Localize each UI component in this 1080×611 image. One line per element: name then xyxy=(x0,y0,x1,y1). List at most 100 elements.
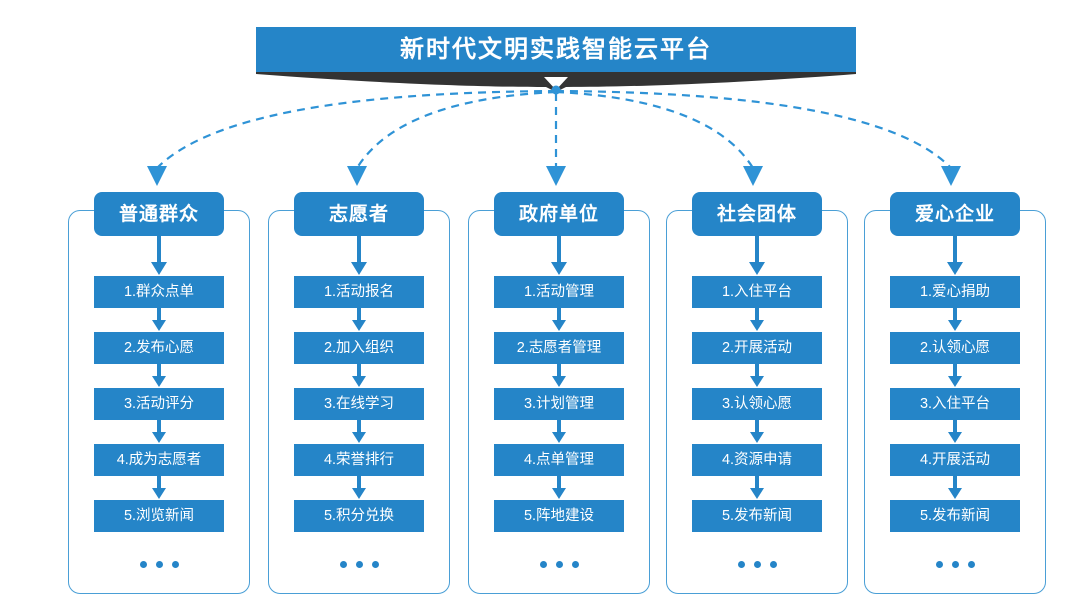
header-to-first-item-arrow xyxy=(68,236,250,276)
column-1: 普通群众 1.群众点单 2.发布心愿 3.活动评分 4.成为志愿者 5.浏览新闻 xyxy=(68,192,250,594)
flow-item-label: 2.发布心愿 xyxy=(123,339,195,356)
column-header-label: 政府单位 xyxy=(518,203,599,225)
down-arrow-icon xyxy=(552,364,566,387)
header-to-first-item-arrow xyxy=(666,236,848,276)
flow-item-label: 2.志愿者管理 xyxy=(516,339,602,356)
column-item-list: 1.群众点单 2.发布心愿 3.活动评分 4.成为志愿者 5.浏览新闻 xyxy=(94,276,224,584)
more-items-ellipsis[interactable] xyxy=(494,544,624,584)
flow-item[interactable]: 3.计划管理 xyxy=(494,388,624,420)
flow-item[interactable]: 4.荣誉排行 xyxy=(294,444,424,476)
flow-item-label: 1.活动报名 xyxy=(323,283,395,300)
down-arrow-icon xyxy=(552,476,566,499)
flow-item-label: 5.发布新闻 xyxy=(919,507,991,524)
item-connector-arrow xyxy=(890,476,1020,500)
ellipsis-dot-icon xyxy=(555,560,563,568)
flow-item-label: 5.发布新闻 xyxy=(721,507,793,524)
flow-item[interactable]: 2.加入组织 xyxy=(294,332,424,364)
column-5: 爱心企业 1.爱心捐助 2.认领心愿 3.入住平台 4.开展活动 5.发布新闻 xyxy=(864,192,1046,594)
column-header-3[interactable]: 政府单位 xyxy=(494,192,624,236)
flow-item[interactable]: 4.资源申请 xyxy=(692,444,822,476)
item-connector-arrow xyxy=(692,308,822,332)
flow-item[interactable]: 2.认领心愿 xyxy=(890,332,1020,364)
ellipsis-dot-icon xyxy=(967,560,975,568)
down-arrow-icon xyxy=(152,476,166,499)
platform-title-banner: 新时代文明实践智能云平台 xyxy=(256,27,856,73)
ellipsis-dot-icon xyxy=(571,560,579,568)
flow-item[interactable]: 3.在线学习 xyxy=(294,388,424,420)
flow-item-label: 2.加入组织 xyxy=(323,339,395,356)
column-header-label: 普通群众 xyxy=(118,203,199,225)
down-arrow-icon xyxy=(948,476,962,499)
ellipsis-dot-icon xyxy=(371,560,379,568)
down-arrow-icon xyxy=(948,308,962,331)
flow-item[interactable]: 3.活动评分 xyxy=(94,388,224,420)
item-connector-arrow xyxy=(294,476,424,500)
item-connector-arrow xyxy=(692,476,822,500)
more-items-ellipsis[interactable] xyxy=(692,544,822,584)
column-header-5[interactable]: 爱心企业 xyxy=(890,192,1020,236)
flow-item[interactable]: 4.成为志愿者 xyxy=(94,444,224,476)
ellipsis-dot-icon xyxy=(339,560,347,568)
flow-item[interactable]: 2.开展活动 xyxy=(692,332,822,364)
item-connector-arrow xyxy=(294,364,424,388)
item-connector-arrow xyxy=(494,364,624,388)
flow-item[interactable]: 4.点单管理 xyxy=(494,444,624,476)
more-items-ellipsis[interactable] xyxy=(890,544,1020,584)
flow-item-label: 3.在线学习 xyxy=(323,395,395,412)
flow-item[interactable]: 5.浏览新闻 xyxy=(94,500,224,532)
flow-item[interactable]: 5.阵地建设 xyxy=(494,500,624,532)
item-connector-arrow xyxy=(494,420,624,444)
column-2: 志愿者 1.活动报名 2.加入组织 3.在线学习 4.荣誉排行 5.积分兑换 xyxy=(268,192,450,594)
flow-item[interactable]: 1.爱心捐助 xyxy=(890,276,1020,308)
flow-item-label: 4.资源申请 xyxy=(721,451,793,468)
flow-item-label: 3.计划管理 xyxy=(523,395,595,412)
ellipsis-dot-icon xyxy=(539,560,547,568)
column-header-1[interactable]: 普通群众 xyxy=(94,192,224,236)
flow-item-label: 4.点单管理 xyxy=(523,451,595,468)
item-connector-arrow xyxy=(94,420,224,444)
flow-item-label: 4.开展活动 xyxy=(919,451,991,468)
flow-item[interactable]: 1.群众点单 xyxy=(94,276,224,308)
more-items-ellipsis[interactable] xyxy=(294,544,424,584)
ellipsis-dot-icon xyxy=(355,560,363,568)
flow-item[interactable]: 3.认领心愿 xyxy=(692,388,822,420)
flow-item[interactable]: 3.入住平台 xyxy=(890,388,1020,420)
ellipsis-dot-icon xyxy=(139,560,147,568)
flow-item[interactable]: 5.发布新闻 xyxy=(692,500,822,532)
item-connector-arrow xyxy=(494,308,624,332)
ellipsis-dot-icon xyxy=(155,560,163,568)
ellipsis-dot-icon xyxy=(769,560,777,568)
column-header-label: 志愿者 xyxy=(328,203,389,225)
flow-item[interactable]: 4.开展活动 xyxy=(890,444,1020,476)
item-connector-arrow xyxy=(692,420,822,444)
more-items-ellipsis[interactable] xyxy=(94,544,224,584)
ellipsis-dot-icon xyxy=(753,560,761,568)
down-arrow-icon xyxy=(352,476,366,499)
column-header-2[interactable]: 志愿者 xyxy=(294,192,424,236)
down-arrow-icon xyxy=(552,420,566,443)
flow-item-label: 5.阵地建设 xyxy=(523,507,595,524)
flow-item-label: 1.入住平台 xyxy=(721,283,793,300)
flow-item[interactable]: 1.活动管理 xyxy=(494,276,624,308)
column-item-list: 1.活动管理 2.志愿者管理 3.计划管理 4.点单管理 5.阵地建设 xyxy=(494,276,624,584)
column-item-list: 1.活动报名 2.加入组织 3.在线学习 4.荣誉排行 5.积分兑换 xyxy=(294,276,424,584)
column-header-4[interactable]: 社会团体 xyxy=(692,192,822,236)
item-connector-arrow xyxy=(692,364,822,388)
flow-item[interactable]: 5.积分兑换 xyxy=(294,500,424,532)
item-connector-arrow xyxy=(94,308,224,332)
column-4: 社会团体 1.入住平台 2.开展活动 3.认领心愿 4.资源申请 5.发布新闻 xyxy=(666,192,848,594)
flow-item[interactable]: 2.志愿者管理 xyxy=(494,332,624,364)
item-connector-arrow xyxy=(94,364,224,388)
flow-item[interactable]: 5.发布新闻 xyxy=(890,500,1020,532)
down-arrow-icon xyxy=(750,308,764,331)
flow-item[interactable]: 2.发布心愿 xyxy=(94,332,224,364)
column-item-list: 1.入住平台 2.开展活动 3.认领心愿 4.资源申请 5.发布新闻 xyxy=(692,276,822,584)
flow-item[interactable]: 1.入住平台 xyxy=(692,276,822,308)
column-item-list: 1.爱心捐助 2.认领心愿 3.入住平台 4.开展活动 5.发布新闻 xyxy=(890,276,1020,584)
header-to-first-item-arrow xyxy=(468,236,650,276)
flow-item[interactable]: 1.活动报名 xyxy=(294,276,424,308)
item-connector-arrow xyxy=(890,420,1020,444)
ellipsis-dot-icon xyxy=(737,560,745,568)
header-to-first-item-arrow xyxy=(864,236,1046,276)
